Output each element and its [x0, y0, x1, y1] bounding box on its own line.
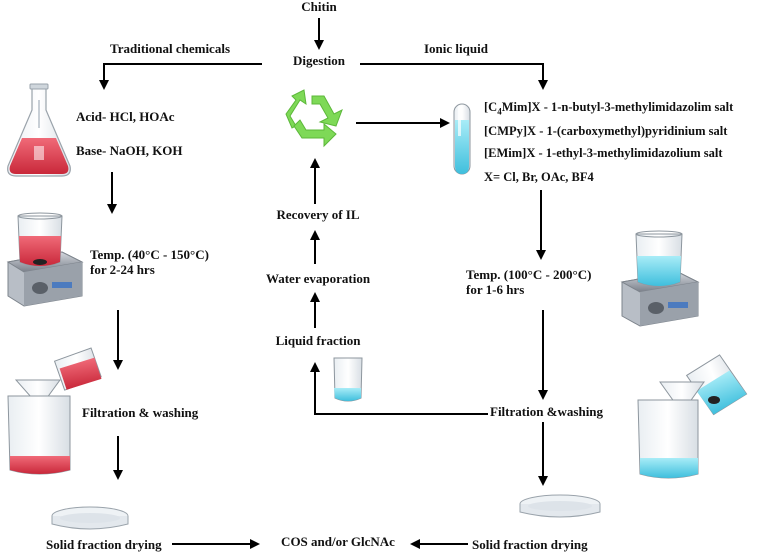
- traditional-drying-label: Solid fraction drying: [46, 537, 162, 552]
- anions-label: X= Cl, Br, OAc, BF4: [484, 170, 594, 184]
- hot-plate-blue-beaker-icon: [620, 230, 700, 327]
- traditional-temp-line1: Temp. (40°C - 150°C): [90, 247, 209, 262]
- liquid-fraction-beaker-icon: [333, 357, 363, 402]
- ionic-liquid-label: Ionic liquid: [424, 41, 488, 56]
- ionic-temp-label: Temp. (100°C - 200°C) for 1-6 hrs: [466, 267, 592, 298]
- chitin-label: Chitin: [301, 0, 337, 14]
- petri-dish-right-icon: [519, 494, 601, 518]
- recovery-label: Recovery of IL: [276, 207, 360, 222]
- recycle-icon: [285, 89, 343, 148]
- ionic-filtration-label: Filtration &washing: [490, 404, 604, 419]
- acid-label: Acid- HCl, HOAc: [76, 109, 175, 124]
- salt-c4mim-label: [C4Mim]X - 1-n-butyl-3-methylimidazolim …: [484, 100, 733, 117]
- digestion-label: Digestion: [293, 53, 345, 68]
- petri-dish-left-icon: [51, 506, 129, 530]
- traditional-temp-line2: for 2-24 hrs: [90, 261, 155, 277]
- traditional-temp-label: Temp. (40°C - 150°C) for 2-24 hrs: [90, 247, 209, 278]
- hot-plate-red-beaker-icon: [6, 212, 84, 307]
- ionic-drying-label: Solid fraction drying: [472, 537, 588, 552]
- salt-c4mim-rest: Mim]X - 1-n-butyl-3-methylimidazolim sal…: [501, 100, 734, 114]
- filtration-setup-red-icon: [7, 347, 102, 475]
- filtration-setup-blue-icon: [637, 354, 748, 479]
- flow-arrows: [99, 18, 548, 549]
- salt-c4mim-subscript: 4: [497, 106, 502, 117]
- base-label: Base- NaOH, KOH: [76, 143, 183, 158]
- arrow-to-ionic: [360, 63, 548, 90]
- ionic-liquid-tube-icon: [453, 103, 471, 175]
- ionic-temp-line2: for 1-6 hrs: [466, 281, 525, 297]
- erlenmeyer-flask-icon: [7, 83, 71, 177]
- salt-cmpy-label: [CMPy]X - 1-(carboxymethyl)pyridinium sa…: [484, 124, 728, 138]
- traditional-chemicals-label: Traditional chemicals: [110, 41, 231, 56]
- salt-emim-label: [EMim]X - 1-ethyl-3-methylimidazolium sa…: [484, 146, 723, 160]
- arrow-to-traditional: [99, 63, 262, 90]
- salt-c4mim-prefix: [C: [484, 100, 498, 114]
- product-label: COS and/or GlcNAc: [281, 534, 395, 549]
- arrow-to-liquid-fraction: [310, 362, 488, 415]
- evaporation-label: Water evaporation: [265, 271, 371, 286]
- ionic-temp-line1: Temp. (100°C - 200°C): [466, 267, 592, 282]
- traditional-filtration-label: Filtration & washing: [82, 405, 199, 420]
- liquid-fraction-label: Liquid fraction: [275, 333, 361, 348]
